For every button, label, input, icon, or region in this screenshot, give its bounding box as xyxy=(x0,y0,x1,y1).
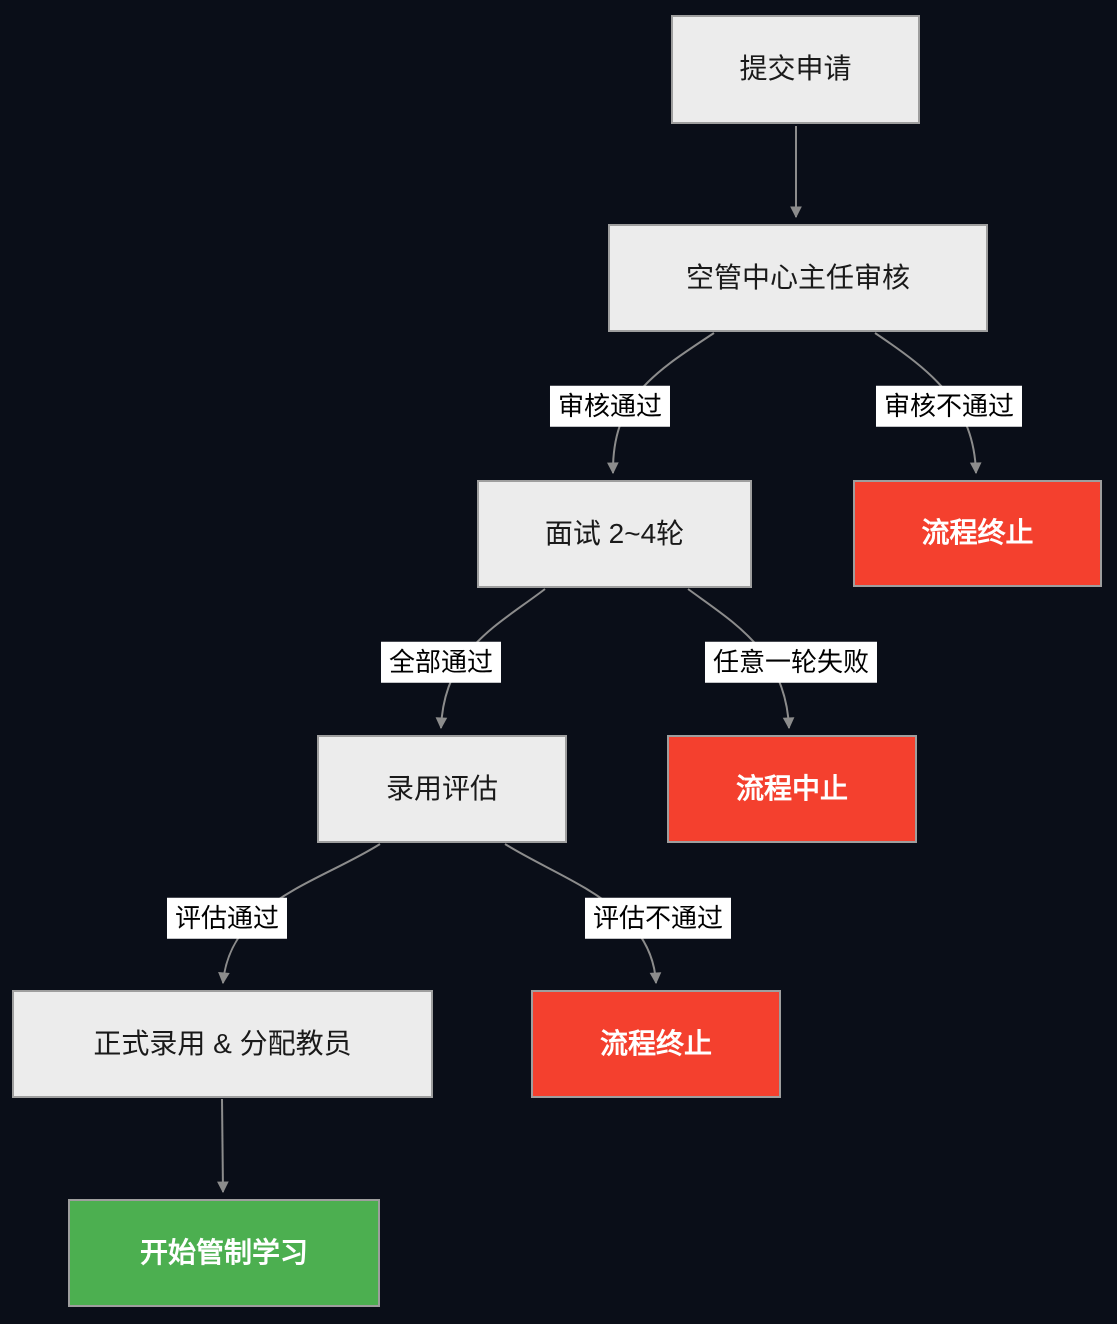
node-start-atc-training: 开始管制学习 xyxy=(68,1199,380,1307)
node-label: 空管中心主任审核 xyxy=(685,261,910,293)
node-label: 流程终止 xyxy=(921,517,1034,549)
node-label: 开始管制学习 xyxy=(139,1236,308,1268)
node-label: 录用评估 xyxy=(385,772,498,804)
node-label: 流程终止 xyxy=(599,1027,712,1059)
node-official-hire-assign-instructor: 正式录用 & 分配教员 xyxy=(12,990,433,1098)
edge-label-all-passed: 全部通过 xyxy=(380,641,502,683)
edge-label-evaluation-passed: 评估通过 xyxy=(166,897,288,939)
node-submit-application: 提交申请 xyxy=(671,15,920,124)
node-process-terminated-2: 流程终止 xyxy=(531,990,781,1098)
node-label: 提交申请 xyxy=(739,53,852,85)
edge-label-evaluation-failed: 评估不通过 xyxy=(584,897,732,939)
node-process-terminated-1: 流程终止 xyxy=(853,480,1102,587)
node-label: 流程中止 xyxy=(735,772,848,804)
node-director-review: 空管中心主任审核 xyxy=(608,224,988,332)
node-hiring-evaluation: 录用评估 xyxy=(317,735,567,843)
edge-label-review-failed: 审核不通过 xyxy=(875,385,1023,427)
node-process-aborted: 流程中止 xyxy=(667,735,917,843)
edge-label-review-passed: 审核通过 xyxy=(549,385,671,427)
node-label: 正式录用 & 分配教员 xyxy=(93,1027,352,1059)
node-interview-rounds: 面试 2~4轮 xyxy=(477,480,752,588)
edge-label-any-round-failed: 任意一轮失败 xyxy=(704,641,878,683)
edge-hire-to-training xyxy=(217,1098,229,1194)
edge-evaluation-to-hire xyxy=(218,843,381,985)
node-label: 面试 2~4轮 xyxy=(544,517,685,549)
